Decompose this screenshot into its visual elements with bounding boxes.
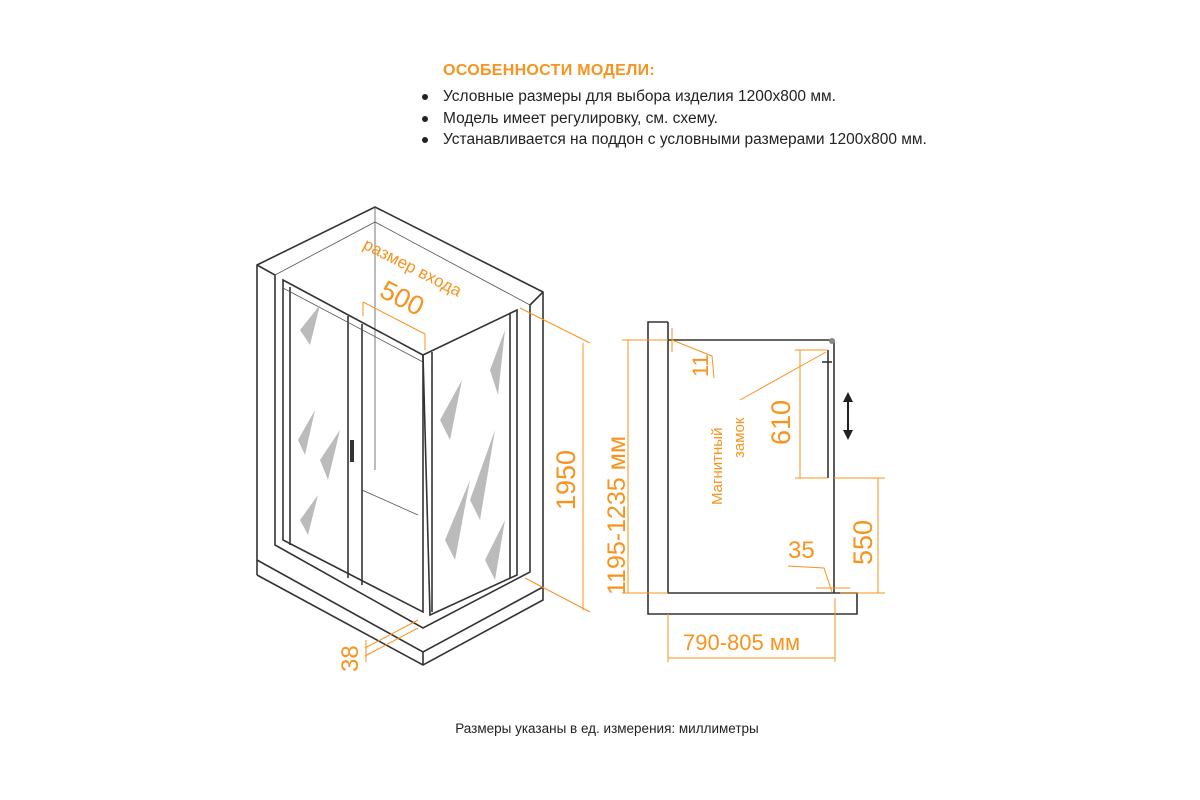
feature-item: Условные размеры для выбора изделия 1200… (420, 86, 960, 108)
features-title: ОСОБЕННОСТИ МОДЕЛИ: (443, 62, 656, 79)
side-height-range: 1195-1235 мм (603, 436, 631, 595)
iso-cabin-drawing (256, 206, 544, 666)
feature-item: Устанавливается на поддон с условными ра… (420, 129, 960, 151)
offset-value: 35 (788, 537, 815, 564)
side-view-drawing (647, 321, 858, 615)
features-list: Условные размеры для выбора изделия 1200… (420, 86, 960, 151)
depth-range: 790-805 мм (683, 630, 800, 655)
lower-height-value: 550 (848, 520, 878, 565)
lock-label-1: Магнитный (709, 428, 726, 505)
base-height-value: 38 (337, 645, 364, 672)
side-dimensions: 1195-1235 мм 11 610 Магнитный замок 550 … (603, 328, 885, 662)
units-note: Размеры указаны в ед. измерения: миллиме… (455, 721, 759, 736)
gap-value: 11 (688, 354, 713, 377)
lock-label-2: замок (731, 417, 748, 458)
lock-height-value: 610 (766, 400, 796, 445)
height-value: 1950 (551, 450, 581, 510)
feature-item: Модель имеет регулировку, см. схему. (420, 108, 960, 130)
